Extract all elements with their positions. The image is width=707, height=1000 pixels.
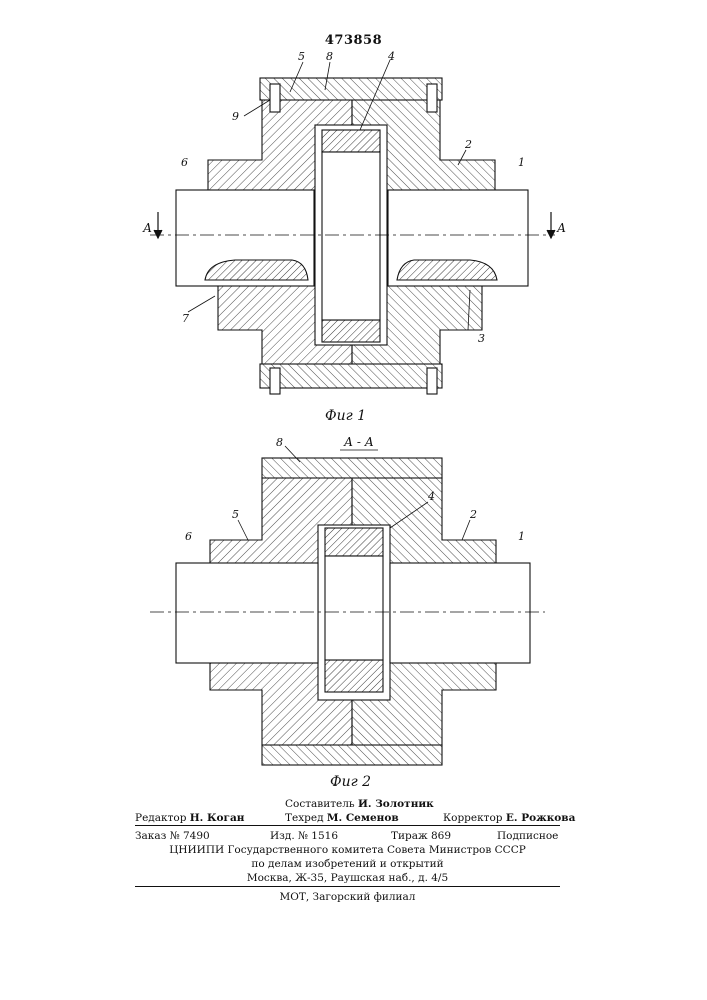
tech-name: М. Семенов [327,812,399,824]
footer-rule-2 [135,886,560,887]
tech-line: Техред М. Семенов [285,811,399,825]
fig1-label-6: 6 [181,156,188,169]
fig1-insert-bottom [322,320,380,342]
fig2-insert-bottom [325,660,383,692]
org-line-3: Москва, Ж-35, Раушская наб., д. 4/5 [135,871,560,885]
circulation: Тираж 869 [391,829,451,843]
fig2-left-shaft [176,563,318,663]
fig2-top-plate [262,458,442,478]
fig1-bolt-bl [270,368,280,394]
section-arrow-left-label: А [142,221,152,235]
fig2-insert-top [325,528,383,556]
editor-label: Редактор [135,812,186,824]
fig2-right-shaft [390,563,530,663]
fig1-label-7: 7 [182,312,189,325]
corrector-label: Корректор [443,812,503,824]
compiler-line: Составитель И. Золотник [285,797,434,811]
fig1-insert-body [322,152,380,320]
fig1-bolt-tr [427,84,437,112]
compiler-name: И. Золотник [358,798,434,810]
fig1-label-5: 5 [298,50,305,63]
editor-line: Редактор Н. Коган [135,811,244,825]
org-line-2: по делам изобретений и открытий [135,857,560,871]
fig2-caption: Фиг 2 [330,774,371,790]
editor-name: Н. Коган [190,812,245,824]
figure-1 [150,60,555,394]
fig1-key-right [397,260,497,280]
fig1-label-1: 1 [518,156,525,169]
corrector-line: Корректор Е. Рожкова [443,811,575,825]
fig1-caption: Фиг 1 [325,408,366,424]
compiler-label: Составитель [285,798,355,810]
fig2-label-1: 1 [518,530,525,543]
fig2-label-6: 6 [185,530,192,543]
fig2-label-5: 5 [232,508,239,521]
fig1-label-8: 8 [326,50,333,63]
fig1-bottom-plate [260,364,442,388]
printer-line: МОТ, Загорский филиал [135,890,560,904]
fig2-bottom-plate [262,745,442,765]
fig1-label-4: 4 [387,50,395,63]
fig1-label-3: 3 [478,332,485,345]
fig1-bolt-tl [270,84,280,112]
fig2-label-8: 8 [276,436,283,449]
figure-2 [150,446,545,765]
order-number: Заказ № 7490 [135,829,210,843]
org-line-1: ЦНИИПИ Государственного комитета Совета … [135,843,560,857]
subscription: Подписное [497,829,558,843]
tech-label: Техред [285,812,324,824]
section-arrow-right-label: А [556,221,566,235]
edition-number: Изд. № 1516 [270,829,338,843]
section-aa-title: А - А [343,435,374,449]
fig1-insert-top [322,130,380,152]
fig1-top-plate [260,78,442,100]
fig1-key-left [205,260,308,280]
fig2-insert-body [325,556,383,660]
fig2-label-4: 4 [427,490,435,503]
fig1-label-2: 2 [464,138,472,151]
corrector-name: Е. Рожкова [506,812,576,824]
fig2-label-2: 2 [469,508,477,521]
fig1-bolt-br [427,368,437,394]
fig1-label-9: 9 [232,110,239,123]
footer-rule-1 [135,825,560,826]
